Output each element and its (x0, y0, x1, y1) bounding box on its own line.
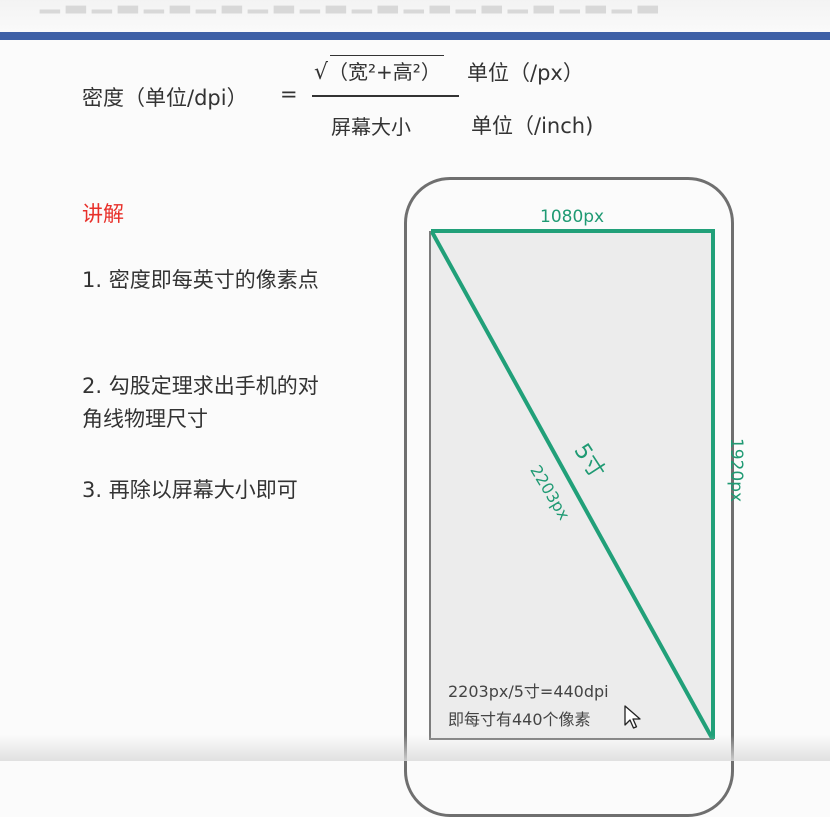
sqrt-overline (330, 55, 444, 56)
numerator-unit: 单位（/px） (467, 61, 584, 85)
height-edge-line (711, 229, 715, 739)
diagonal-overlay (430, 231, 714, 739)
sqrt-icon: √ (314, 60, 329, 85)
explanation-step-3: 3. 再除以屏幕大小即可 (82, 478, 298, 502)
width-edge-line (431, 229, 714, 233)
cropped-heading-remnant: ▁▂▁▂▁▂▁▂▁▂▁▂▁▂▁▂▁▂▁▂▁▂▁▂ (40, 0, 800, 14)
diagonal-line (430, 231, 714, 739)
mouse-cursor-icon (624, 705, 641, 729)
width-label: 1080px (540, 207, 605, 227)
explanation-title: 讲解 (82, 202, 124, 226)
formula-left-side: 密度（单位/dpi） (82, 86, 248, 110)
explanation-step-2: 2. 勾股定理求出手机的对角线物理尺寸 (82, 374, 319, 431)
bottom-fade (0, 735, 830, 761)
title-divider-bar (0, 32, 830, 40)
fraction-line (312, 95, 459, 97)
header-strip: ▁▂▁▂▁▂▁▂▁▂▁▂▁▂▁▂▁▂▁▂▁▂▁▂ (0, 0, 830, 32)
denominator-unit: 单位（/inch) (471, 114, 594, 138)
numerator-text: （宽²+高²） (328, 60, 441, 84)
result-line-1: 2203px/5寸=440dpi (448, 682, 609, 701)
explanation-step-1: 1. 密度即每英寸的像素点 (82, 268, 319, 292)
result-line-2: 即每寸有440个像素 (448, 710, 591, 729)
formula-denominator: 屏幕大小 (331, 115, 411, 139)
formula-equals: = (280, 82, 298, 106)
formula-numerator: √（宽²+高²） (314, 56, 441, 85)
height-label: 1920px (726, 437, 746, 503)
